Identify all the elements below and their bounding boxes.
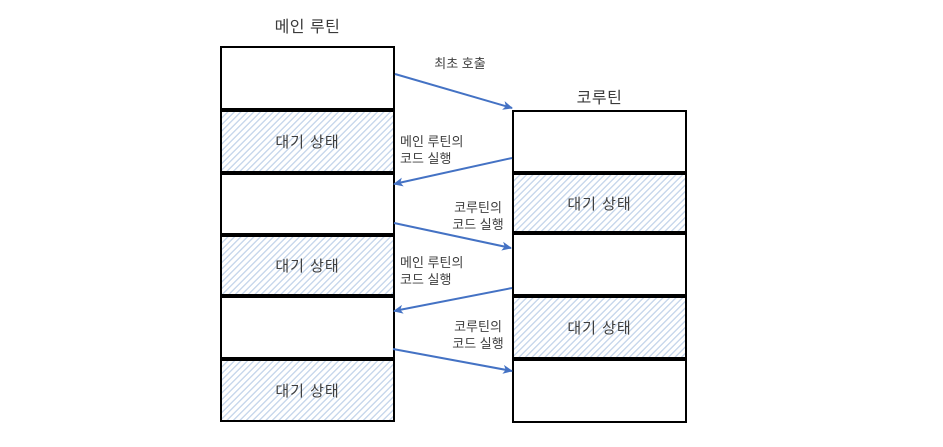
cell-label: 대기 상태 — [567, 195, 632, 213]
arrow-label-coroutine-code-run-1: 코루틴의 코드 실행 — [452, 200, 504, 232]
coroutine-cell-active-3 — [512, 359, 687, 423]
coroutine-cell-active-2 — [512, 233, 687, 296]
cell-label: 대기 상태 — [275, 258, 340, 275]
main-routine-title: 메인 루틴 — [274, 19, 341, 36]
main-routine-cell-waiting-1: 대기 상태 — [220, 110, 395, 173]
arrow-label-main-code-run-1: 메인 루틴의 코드 실행 — [400, 134, 464, 166]
cell-label: 대기 상태 — [275, 383, 340, 400]
main-routine-cell-active-1 — [220, 46, 395, 110]
coroutine-cell-active-1 — [512, 110, 687, 173]
main-routine-cell-active-3 — [220, 296, 395, 359]
main-routine-cell-waiting-3: 대기 상태 — [220, 359, 395, 422]
coroutine-cell-waiting-2: 대기 상태 — [512, 296, 687, 359]
arrow-coroutine-code-run-2 — [392, 348, 513, 374]
coroutine-title: 코루틴 — [576, 90, 623, 107]
arrow-label-main-code-run-2: 메인 루틴의 코드 실행 — [400, 255, 464, 287]
arrow-label-initial-call: 최초 호출 — [434, 56, 486, 71]
cell-label: 대기 상태 — [567, 320, 632, 337]
main-routine-cell-waiting-2: 대기 상태 — [220, 235, 395, 296]
arrow-main-code-run-2 — [393, 287, 513, 314]
cell-label: 대기 상태 — [275, 134, 340, 151]
arrow-label-coroutine-code-run-2: 코루틴의 코드 실행 — [452, 319, 504, 351]
main-routine-cell-active-2 — [220, 173, 395, 235]
arrow-initial-call — [394, 73, 513, 110]
coroutine-cell-waiting-1: 대기 상태 — [512, 173, 687, 233]
